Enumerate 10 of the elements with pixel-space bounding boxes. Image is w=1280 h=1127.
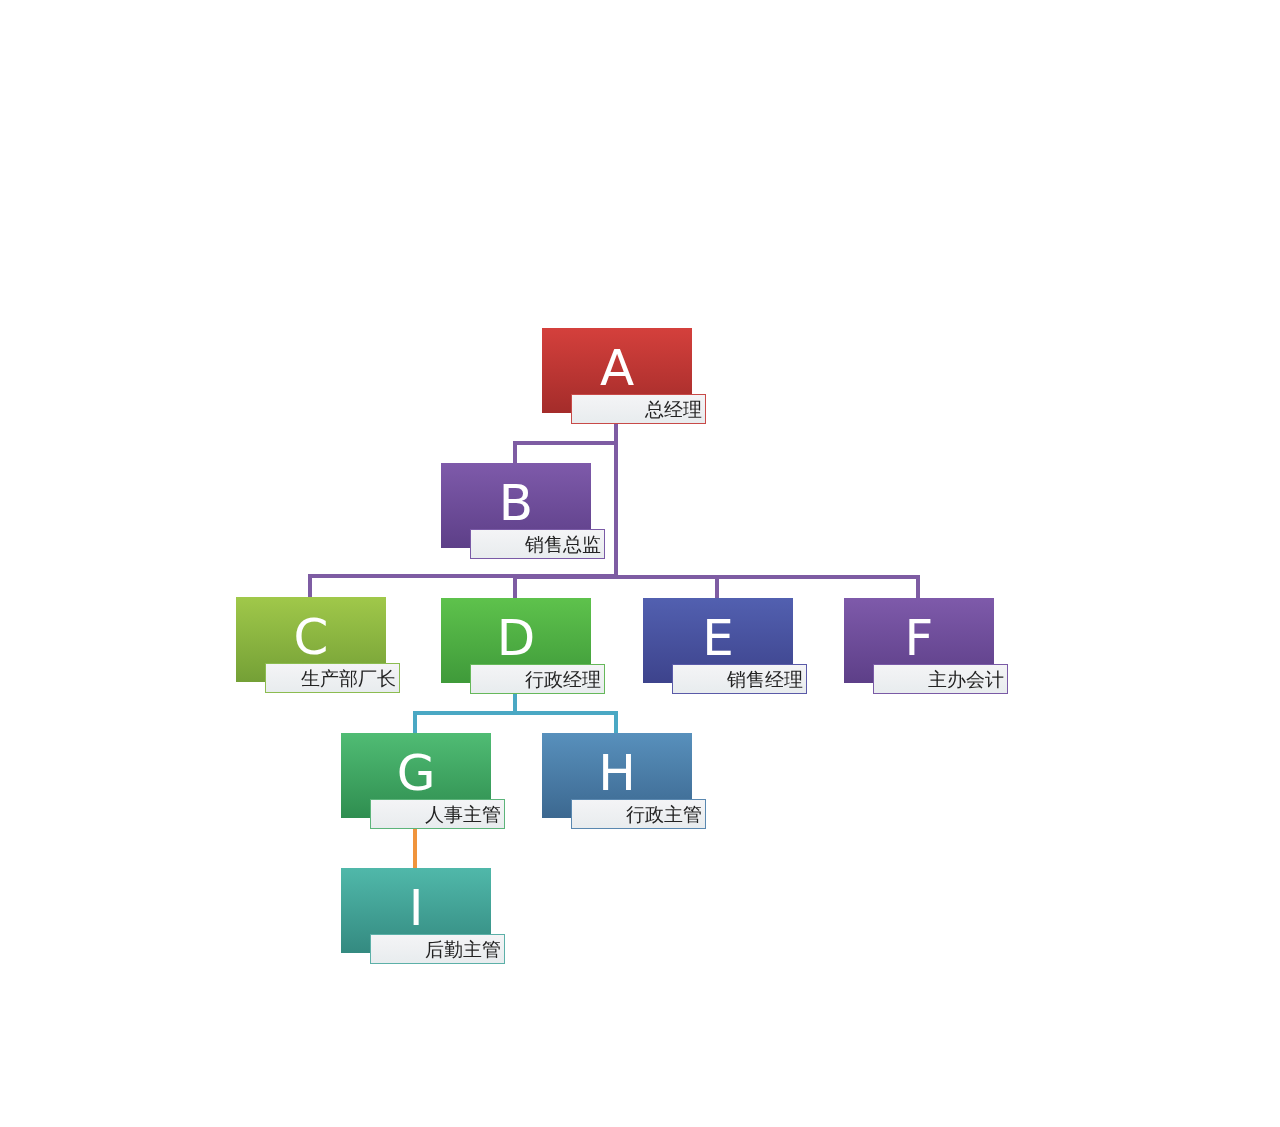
title-tag: 总经理	[571, 394, 706, 424]
title-tag: 后勤主管	[370, 934, 505, 964]
title-tag: 行政经理	[470, 664, 605, 694]
title-tag: 销售经理	[672, 664, 807, 694]
title-tag: 主办会计	[873, 664, 1008, 694]
title-tag: 人事主管	[370, 799, 505, 829]
title-tag: 行政主管	[571, 799, 706, 829]
connector-line	[413, 828, 417, 868]
title-tag: 生产部厂长	[265, 663, 400, 693]
title-tag: 销售总监	[470, 529, 605, 559]
